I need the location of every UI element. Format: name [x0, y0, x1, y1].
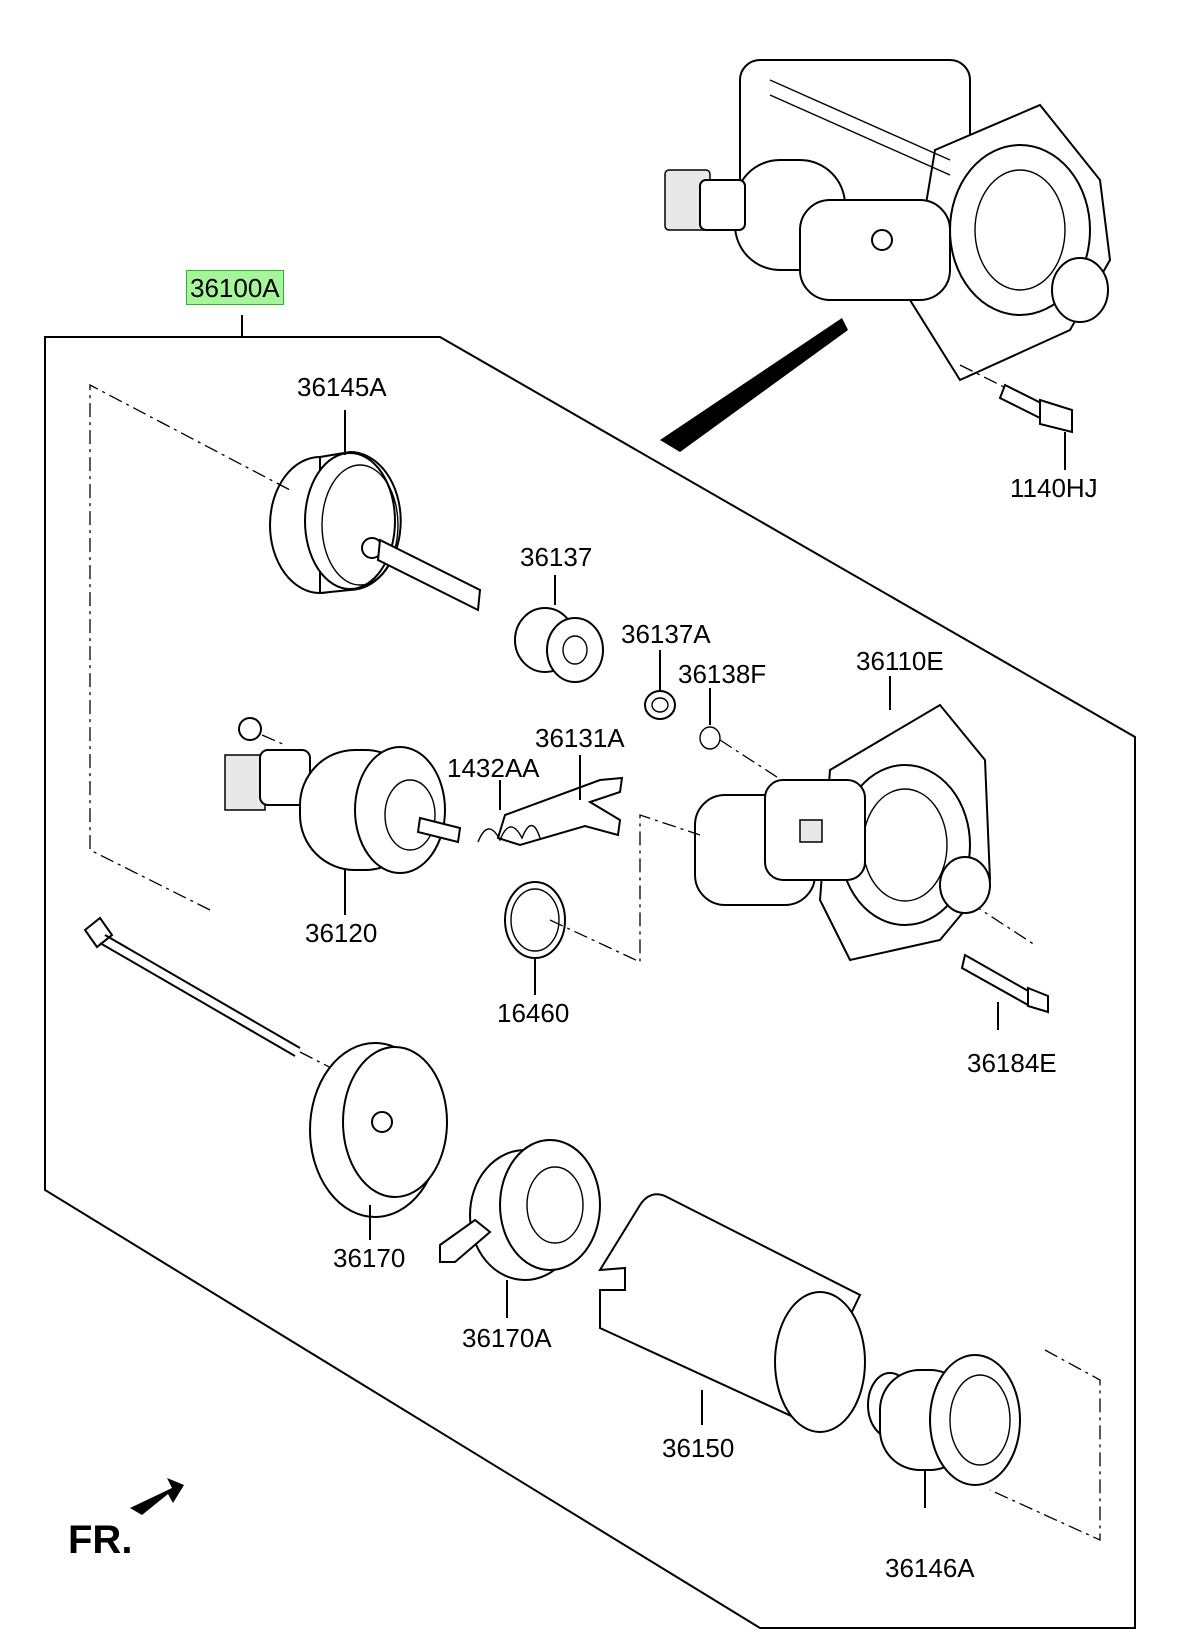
part-label-1140HJ: 1140HJ	[1010, 473, 1098, 503]
brush-holder-36170A	[439, 1139, 601, 1318]
part-label-36138F: 36138F	[678, 659, 767, 689]
part-label-36146A: 36146A	[885, 1553, 975, 1583]
part-label-assembly: 36100A	[186, 270, 284, 305]
solenoid-36120	[224, 717, 462, 915]
housing-36110E	[694, 676, 1036, 962]
assembled-starter-illustration	[660, 59, 1112, 452]
yoke-36150	[598, 1193, 866, 1433]
spring-1432AA	[477, 780, 541, 843]
part-label-36184E: 36184E	[967, 1048, 1057, 1078]
end-cover-36170	[309, 1042, 448, 1240]
shift-lever-36131A	[496, 755, 624, 847]
part-label-36145A: 36145A	[297, 372, 387, 402]
bolt-1140HJ	[959, 364, 1073, 470]
o-ring-16460	[504, 881, 566, 995]
part-label-36137: 36137	[520, 542, 593, 572]
armature-36146A	[867, 1354, 1021, 1508]
ring-36137A	[644, 650, 676, 720]
drive-shaft-36145A	[269, 410, 482, 612]
dashed-guide-left	[89, 383, 291, 911]
dashed-guide-center	[549, 814, 701, 964]
bolt-36184E	[960, 953, 1049, 1030]
part-label-36170: 36170	[333, 1243, 406, 1273]
part-label-36120: 36120	[305, 918, 378, 948]
pinion-gear-36137	[514, 575, 604, 683]
through-bolt	[83, 916, 346, 1076]
part-label-1432AA: 1432AA	[447, 753, 540, 783]
part-label-36131A: 36131A	[535, 723, 625, 753]
part-label-16460: 16460	[497, 998, 570, 1028]
assembly-boundary	[44, 336, 1136, 1629]
part-label-36170A: 36170A	[462, 1323, 552, 1353]
part-label-36150: 36150	[662, 1433, 735, 1463]
dashed-guide-right	[989, 1349, 1101, 1542]
part-label-36137A: 36137A	[621, 619, 711, 649]
front-direction-label: FR.	[68, 1518, 133, 1562]
snap-ring-36138F	[699, 688, 721, 750]
front-direction-arrow-icon	[130, 1478, 184, 1515]
part-label-36110E: 36110E	[856, 646, 944, 676]
